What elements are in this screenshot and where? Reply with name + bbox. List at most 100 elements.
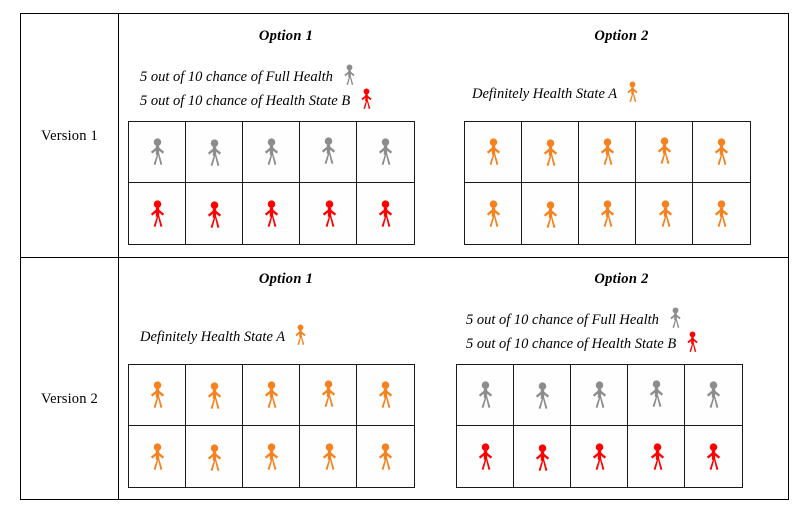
pictogram-cell [636,183,693,244]
health-state-b-figure-icon [686,331,699,353]
pictogram-cell [300,365,357,426]
description-text: 5 out of 10 chance of Full Health [140,69,333,85]
full-health-figure-icon [648,380,665,408]
pictogram-cell [300,183,357,244]
pictogram-cell [685,365,742,426]
full-health-figure-icon [206,139,223,167]
description-text: 5 out of 10 chance of Health State B [140,93,351,110]
version-label-2: Version 2 [41,391,98,407]
health-state-b-figure-icon [206,200,223,229]
pictogram-cell [465,183,522,244]
version2-option1-panel: Option 1 Definitely Health State A [118,271,454,348]
health-state-a-figure-icon [485,138,502,166]
health-state-b-figure-icon [477,442,494,471]
description-line: 5 out of 10 chance of Full Health [140,64,454,88]
version-row-divider [21,257,788,258]
version1-option1-description: 5 out of 10 chance of Full Health 5 out … [118,64,454,112]
pictogram-cell [129,365,186,426]
pictogram-cell [571,365,628,426]
pictogram-cell [243,122,300,183]
pictogram-cell [357,365,414,426]
pictogram-cell [300,426,357,487]
health-state-b-figure-icon [360,88,373,110]
version1-option2-panel: Option 2 Definitely Health State A [454,28,789,105]
version1-option2-description: Definitely Health State A [454,81,789,105]
pictogram-cell [243,183,300,244]
health-state-b-figure-icon [263,199,280,228]
pictogram-cell [129,426,186,487]
health-state-a-figure-icon [377,381,394,409]
health-state-a-figure-icon [263,381,280,409]
pictogram-cell [579,122,636,183]
health-state-a-figure-icon [713,138,730,166]
full-health-figure-icon [149,138,166,166]
version2-option2-title: Option 2 [594,271,649,287]
pictogram-cell [628,426,685,487]
version-comparison-table: Version 1 Option 1 5 out of 10 chance of… [20,13,789,500]
description-line: 5 out of 10 chance of Health State B [140,88,454,112]
pictogram-cell [186,426,243,487]
pictogram-cell [129,122,186,183]
pictogram-cell [457,365,514,426]
pictogram-cell [514,365,571,426]
version2-option2-description: 5 out of 10 chance of Full Health 5 out … [454,307,789,355]
health-state-a-figure-icon [149,442,166,471]
description-line: Definitely Health State A [472,81,789,105]
health-state-a-figure-icon [542,139,559,167]
health-state-a-figure-icon [626,81,639,103]
full-health-figure-icon [377,138,394,166]
pictogram-cell [522,122,579,183]
pictogram-cell [465,122,522,183]
health-state-b-figure-icon [591,442,608,471]
health-state-a-figure-icon [656,137,673,165]
health-state-a-figure-icon [599,138,616,166]
health-state-a-figure-icon [206,443,223,472]
health-state-a-figure-icon [542,200,559,229]
pictogram-cell [357,426,414,487]
pictogram-cell [243,365,300,426]
health-state-a-figure-icon [485,199,502,228]
pictogram-cell [357,183,414,244]
version2-option2-panel: Option 2 5 out of 10 chance of Full Heal… [454,271,789,355]
pictogram-cell [571,426,628,487]
health-state-a-figure-icon [377,442,394,471]
pictogram-cell [579,183,636,244]
full-health-figure-icon [534,382,551,410]
pictogram-cell [457,426,514,487]
health-state-a-figure-icon [657,199,674,228]
pictogram-cell [129,183,186,244]
pictogram-cell [186,183,243,244]
description-text: 5 out of 10 chance of Full Health [466,312,659,328]
health-state-b-figure-icon [149,199,166,228]
health-state-a-figure-icon [206,382,223,410]
pictogram-cell [186,365,243,426]
version-column-divider [118,14,119,499]
pictogram-cell [357,122,414,183]
health-state-b-figure-icon [534,443,551,472]
version1-option1-title: Option 1 [258,28,314,44]
health-state-a-figure-icon [294,324,307,346]
pictogram-cell [693,183,750,244]
full-health-figure-icon [591,381,608,409]
version1-option1-grid [128,121,415,245]
pictogram-cell [514,426,571,487]
description-text: Definitely Health State A [472,86,617,102]
pictogram-cell [522,183,579,244]
pictogram-cell [186,122,243,183]
version1-option1-panel: Option 1 5 out of 10 chance of Full Heal… [118,28,454,112]
health-state-b-figure-icon [705,442,722,471]
description-text: Definitely Health State A [140,329,285,345]
version1-option2-title: Option 2 [594,28,649,44]
version-label-1: Version 1 [41,128,98,144]
full-health-figure-icon [477,381,494,409]
description-line: 5 out of 10 chance of Health State B [466,331,789,355]
version2-option1-grid [128,364,415,488]
pictogram-cell [693,122,750,183]
description-line: Definitely Health State A [140,324,454,348]
health-state-b-figure-icon [649,442,666,471]
pictogram-cell [636,122,693,183]
health-state-a-figure-icon [713,199,730,228]
pictogram-cell [300,122,357,183]
full-health-figure-icon [669,307,682,329]
